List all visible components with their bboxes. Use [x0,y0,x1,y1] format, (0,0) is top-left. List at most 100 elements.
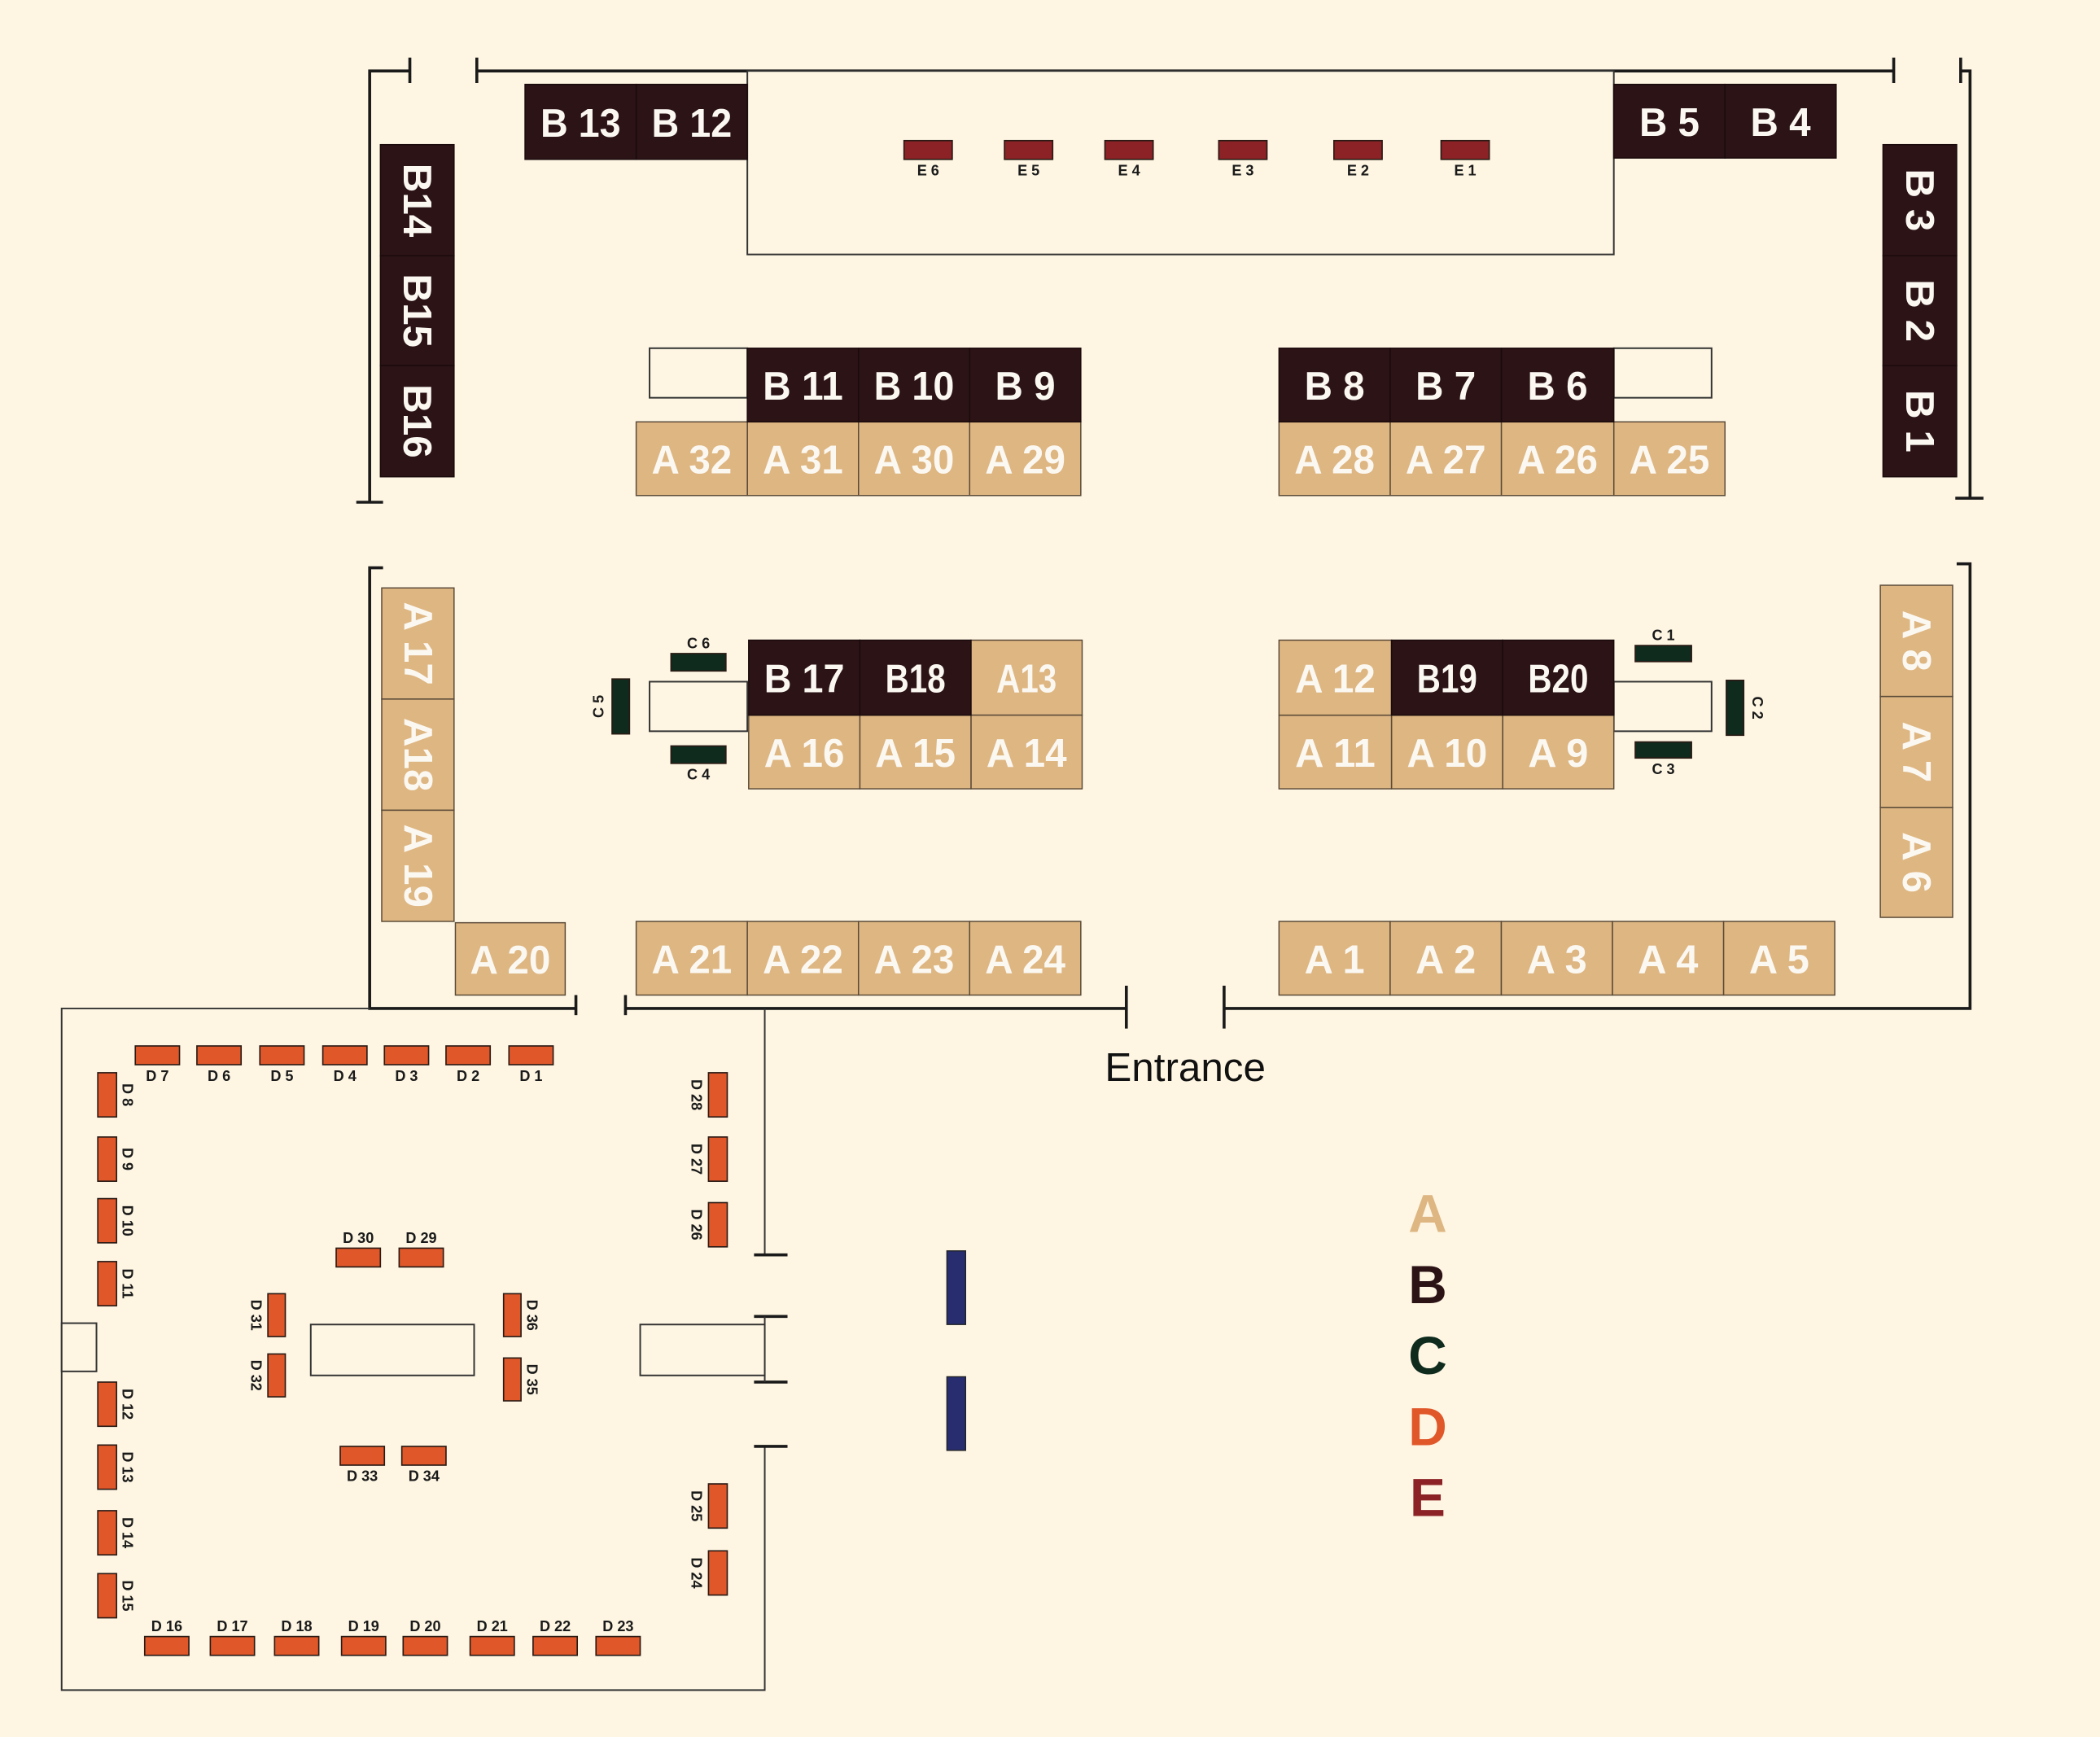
booth-d25-shape[interactable] [707,1483,728,1529]
booth-b19[interactable]: B19 [1390,639,1503,716]
booth-b20-shape[interactable] [1502,639,1615,716]
booth-a13-shape[interactable] [970,639,1083,716]
booth-a29-shape[interactable] [969,421,1082,497]
booth-d32-shape[interactable] [267,1353,287,1398]
booth-b18-shape[interactable] [859,639,972,716]
booth-a2[interactable]: A 2 [1389,921,1503,996]
booth-a28[interactable]: A 28 [1278,421,1391,497]
booth-a4[interactable]: A 4 [1612,921,1725,996]
booth-a4-shape[interactable] [1612,921,1725,996]
booth-a11-shape[interactable] [1278,714,1393,790]
booth-b3[interactable]: B 3 [1882,143,1958,256]
booth-b9[interactable]: B 9 [969,348,1082,423]
booth-a13[interactable]: A13 [970,639,1083,716]
booth-d18[interactable]: D 18 [273,1618,320,1656]
booth-d3-shape[interactable] [383,1045,430,1065]
booth-d3[interactable]: D 3 [383,1045,430,1084]
booth-d16-shape[interactable] [143,1635,190,1656]
booth-d34-shape[interactable] [400,1446,447,1466]
booth-e5[interactable]: E 5 [1004,139,1054,179]
booth-d5-shape[interactable] [259,1045,305,1065]
booth-b20[interactable]: B20 [1502,639,1615,716]
booth-a14-shape[interactable] [970,714,1083,790]
booth-a22-shape[interactable] [746,921,860,996]
booth-d13[interactable]: D 13 [97,1444,135,1490]
booth-c4[interactable]: C 4 [670,745,727,783]
booth-a25-shape[interactable] [1612,421,1726,497]
booth-a3-shape[interactable] [1500,921,1613,996]
booth-a23[interactable]: A 23 [857,921,971,996]
booth-c6-shape[interactable] [670,653,727,672]
booth-a26[interactable]: A 26 [1500,421,1615,497]
booth-b13-shape[interactable] [524,83,637,160]
booth-a6[interactable]: A 6 [1879,807,1953,918]
booth-a1-shape[interactable] [1278,921,1391,996]
booth-a22[interactable]: A 22 [746,921,860,996]
booth-d18-shape[interactable] [273,1635,320,1656]
booth-d14[interactable]: D 14 [97,1510,135,1556]
booth-b19-shape[interactable] [1390,639,1503,716]
booth-a27[interactable]: A 27 [1389,421,1503,497]
booth-e4-shape[interactable] [1104,139,1154,160]
booth-b8[interactable]: B 8 [1278,348,1391,423]
booth-a25[interactable]: A 25 [1612,421,1726,497]
booth-a21-shape[interactable] [635,921,748,996]
booth-d29[interactable]: D 29 [398,1230,444,1268]
booth-d11[interactable]: D 11 [97,1261,135,1307]
booth-a8[interactable]: A 8 [1879,584,1953,698]
booth-a17[interactable]: A 17 [381,587,455,700]
booth-a32[interactable]: A 32 [635,421,748,497]
booth-b16[interactable]: B16 [379,365,455,478]
booth-d17[interactable]: D 17 [209,1618,256,1656]
booth-a20-shape[interactable] [454,921,567,996]
booth-c4-shape[interactable] [670,745,727,764]
booth-b5-shape[interactable] [1612,83,1726,159]
booth-b12-shape[interactable] [635,83,748,160]
booth-d17-shape[interactable] [209,1635,256,1656]
booth-d29-shape[interactable] [398,1247,444,1268]
booth-e6[interactable]: E 6 [903,139,953,179]
booth-b17[interactable]: B 17 [748,639,861,716]
booth-e5-shape[interactable] [1004,139,1054,160]
booth-a16-shape[interactable] [748,714,861,790]
booth-d28-shape[interactable] [707,1072,728,1118]
booth-a24[interactable]: A 24 [969,921,1082,996]
booth-d4-shape[interactable] [322,1045,368,1065]
booth-a7-shape[interactable] [1879,695,1953,808]
booth-e4[interactable]: E 4 [1104,139,1154,179]
booth-a1[interactable]: A 1 [1278,921,1391,996]
booth-c2-shape[interactable] [1726,680,1745,737]
booth-c1-shape[interactable] [1634,645,1692,663]
booth-d9-shape[interactable] [97,1136,118,1183]
booth-b13[interactable]: B 13 [524,83,637,160]
booth-a26-shape[interactable] [1500,421,1615,497]
booth-e2-shape[interactable] [1332,139,1383,160]
booth-b5[interactable]: B 5 [1612,83,1726,159]
booth-b12[interactable]: B 12 [635,83,748,160]
booth-d8-shape[interactable] [97,1072,118,1118]
booth-d19[interactable]: D 19 [340,1618,387,1656]
booth-d2-shape[interactable] [445,1045,492,1065]
booth-d8[interactable]: D 8 [97,1072,135,1118]
booth-a31[interactable]: A 31 [746,421,860,497]
booth-e3-shape[interactable] [1218,139,1268,160]
booth-a27-shape[interactable] [1389,421,1503,497]
booth-a17-shape[interactable] [381,587,455,700]
booth-d36-shape[interactable] [502,1293,522,1337]
booth-d14-shape[interactable] [97,1510,118,1556]
booth-b1[interactable]: B 1 [1882,365,1958,478]
booth-d13-shape[interactable] [97,1444,118,1490]
booth-a7[interactable]: A 7 [1879,695,1953,808]
booth-a16[interactable]: A 16 [748,714,861,790]
booth-b4-shape[interactable] [1724,83,1837,159]
booth-e6-shape[interactable] [903,139,953,160]
booth-d27-shape[interactable] [707,1136,728,1183]
booth-b7-shape[interactable] [1389,348,1503,423]
booth-a30[interactable]: A 30 [857,421,971,497]
booth-b6[interactable]: B 6 [1500,348,1615,423]
booth-d33-shape[interactable] [339,1446,386,1466]
booth-a23-shape[interactable] [857,921,971,996]
booth-d7-shape[interactable] [134,1045,181,1065]
booth-e3[interactable]: E 3 [1218,139,1268,179]
booth-d1-shape[interactable] [508,1045,554,1065]
